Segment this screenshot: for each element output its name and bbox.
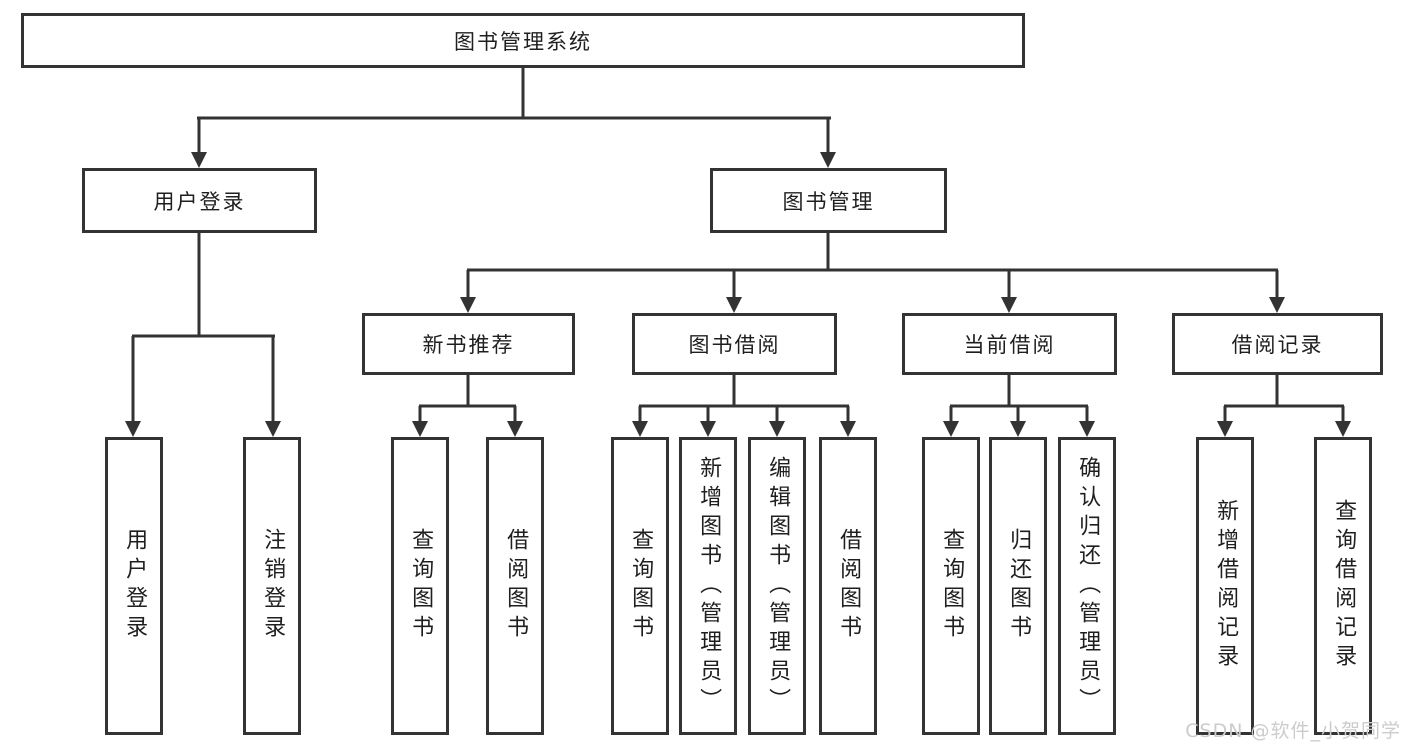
leaf-query-book-recommend: 查询图书 xyxy=(391,437,449,735)
leaf-return-book-label: 归还图书 xyxy=(1006,528,1032,644)
arrow-down-icon xyxy=(460,297,476,313)
leaf-borrow-book: 借阅图书 xyxy=(819,437,877,735)
leaf-query-borrow-record: 查询借阅记录 xyxy=(1314,437,1372,735)
leaf-query-book-borrow-label: 查询图书 xyxy=(628,528,654,644)
leaf-return-book: 归还图书 xyxy=(989,437,1047,735)
arrow-down-icon xyxy=(769,421,785,437)
node-root-label: 图书管理系统 xyxy=(454,29,592,54)
leaf-query-book-borrow: 查询图书 xyxy=(611,437,669,735)
leaf-add-book-admin: 新增图书（管理员） xyxy=(679,437,737,735)
leaf-logout-label: 注销登录 xyxy=(260,528,286,644)
arrowheads xyxy=(125,152,1351,437)
leaf-borrow-book-recommend-label: 借阅图书 xyxy=(503,528,529,644)
arrow-down-icon xyxy=(265,421,281,437)
arrow-down-icon xyxy=(412,421,428,437)
node-book-management: 图书管理 xyxy=(710,168,947,233)
connector-root-to-level2 xyxy=(197,68,831,156)
arrow-down-icon xyxy=(1217,421,1233,437)
arrow-down-icon xyxy=(632,421,648,437)
connector-book-borrow-children xyxy=(638,375,850,425)
arrow-down-icon xyxy=(507,421,523,437)
leaf-confirm-return-admin: 确认归还（管理员） xyxy=(1058,437,1116,735)
leaf-confirm-return-admin-label: 确认归还（管理员） xyxy=(1075,455,1101,717)
leaf-edit-book-admin-label: 编辑图书（管理员） xyxy=(765,455,791,717)
node-book-borrow-label: 图书借阅 xyxy=(688,333,781,357)
arrow-down-icon xyxy=(1335,421,1351,437)
arrow-down-icon xyxy=(726,297,742,313)
leaf-borrow-book-label: 借阅图书 xyxy=(836,528,862,644)
leaf-add-book-admin-label: 新增图书（管理员） xyxy=(696,455,722,717)
leaf-borrow-book-recommend: 借阅图书 xyxy=(486,437,544,735)
arrow-down-icon xyxy=(1001,297,1017,313)
node-book-borrow: 图书借阅 xyxy=(632,313,837,375)
node-book-management-label: 图书管理 xyxy=(782,189,875,214)
node-new-book-recommend-label: 新书推荐 xyxy=(422,333,515,357)
arrow-down-icon xyxy=(943,421,959,437)
node-new-book-recommend: 新书推荐 xyxy=(362,313,575,375)
arrow-down-icon xyxy=(1079,421,1095,437)
connector-user-login-children xyxy=(131,233,275,425)
leaf-user-login: 用户登录 xyxy=(105,437,163,735)
leaf-query-borrow-record-label: 查询借阅记录 xyxy=(1331,499,1357,673)
connector-new-book-children xyxy=(418,375,517,425)
connector-borrow-record-children xyxy=(1223,375,1345,425)
node-borrow-records: 借阅记录 xyxy=(1172,313,1383,375)
arrow-down-icon xyxy=(1269,297,1285,313)
leaf-query-book-current-label: 查询图书 xyxy=(939,528,965,644)
leaf-user-login-label: 用户登录 xyxy=(122,528,148,644)
csdn-watermark: CSDN @软件_小贺同学 xyxy=(1185,720,1401,742)
connector-current-borrow-children xyxy=(949,375,1089,425)
leaf-add-borrow-record-label: 新增借阅记录 xyxy=(1213,499,1239,673)
arrow-down-icon xyxy=(191,152,207,168)
leaf-edit-book-admin: 编辑图书（管理员） xyxy=(748,437,806,735)
arrow-down-icon xyxy=(700,421,716,437)
leaf-query-book-recommend-label: 查询图书 xyxy=(408,528,434,644)
node-user-login: 用户登录 xyxy=(82,168,317,233)
leaf-query-book-current: 查询图书 xyxy=(922,437,980,735)
node-root: 图书管理系统 xyxy=(21,13,1025,68)
connector-book-management-to-level3 xyxy=(466,233,1279,301)
node-current-borrow-label: 当前借阅 xyxy=(963,333,1056,357)
arrow-down-icon xyxy=(1010,421,1026,437)
node-user-login-label: 用户登录 xyxy=(153,189,246,214)
leaf-add-borrow-record: 新增借阅记录 xyxy=(1196,437,1254,735)
arrow-down-icon xyxy=(125,421,141,437)
node-current-borrow: 当前借阅 xyxy=(902,313,1117,375)
arrow-down-icon xyxy=(840,421,856,437)
arrow-down-icon xyxy=(820,152,836,168)
node-borrow-records-label: 借阅记录 xyxy=(1231,333,1324,357)
leaf-logout: 注销登录 xyxy=(243,437,301,735)
